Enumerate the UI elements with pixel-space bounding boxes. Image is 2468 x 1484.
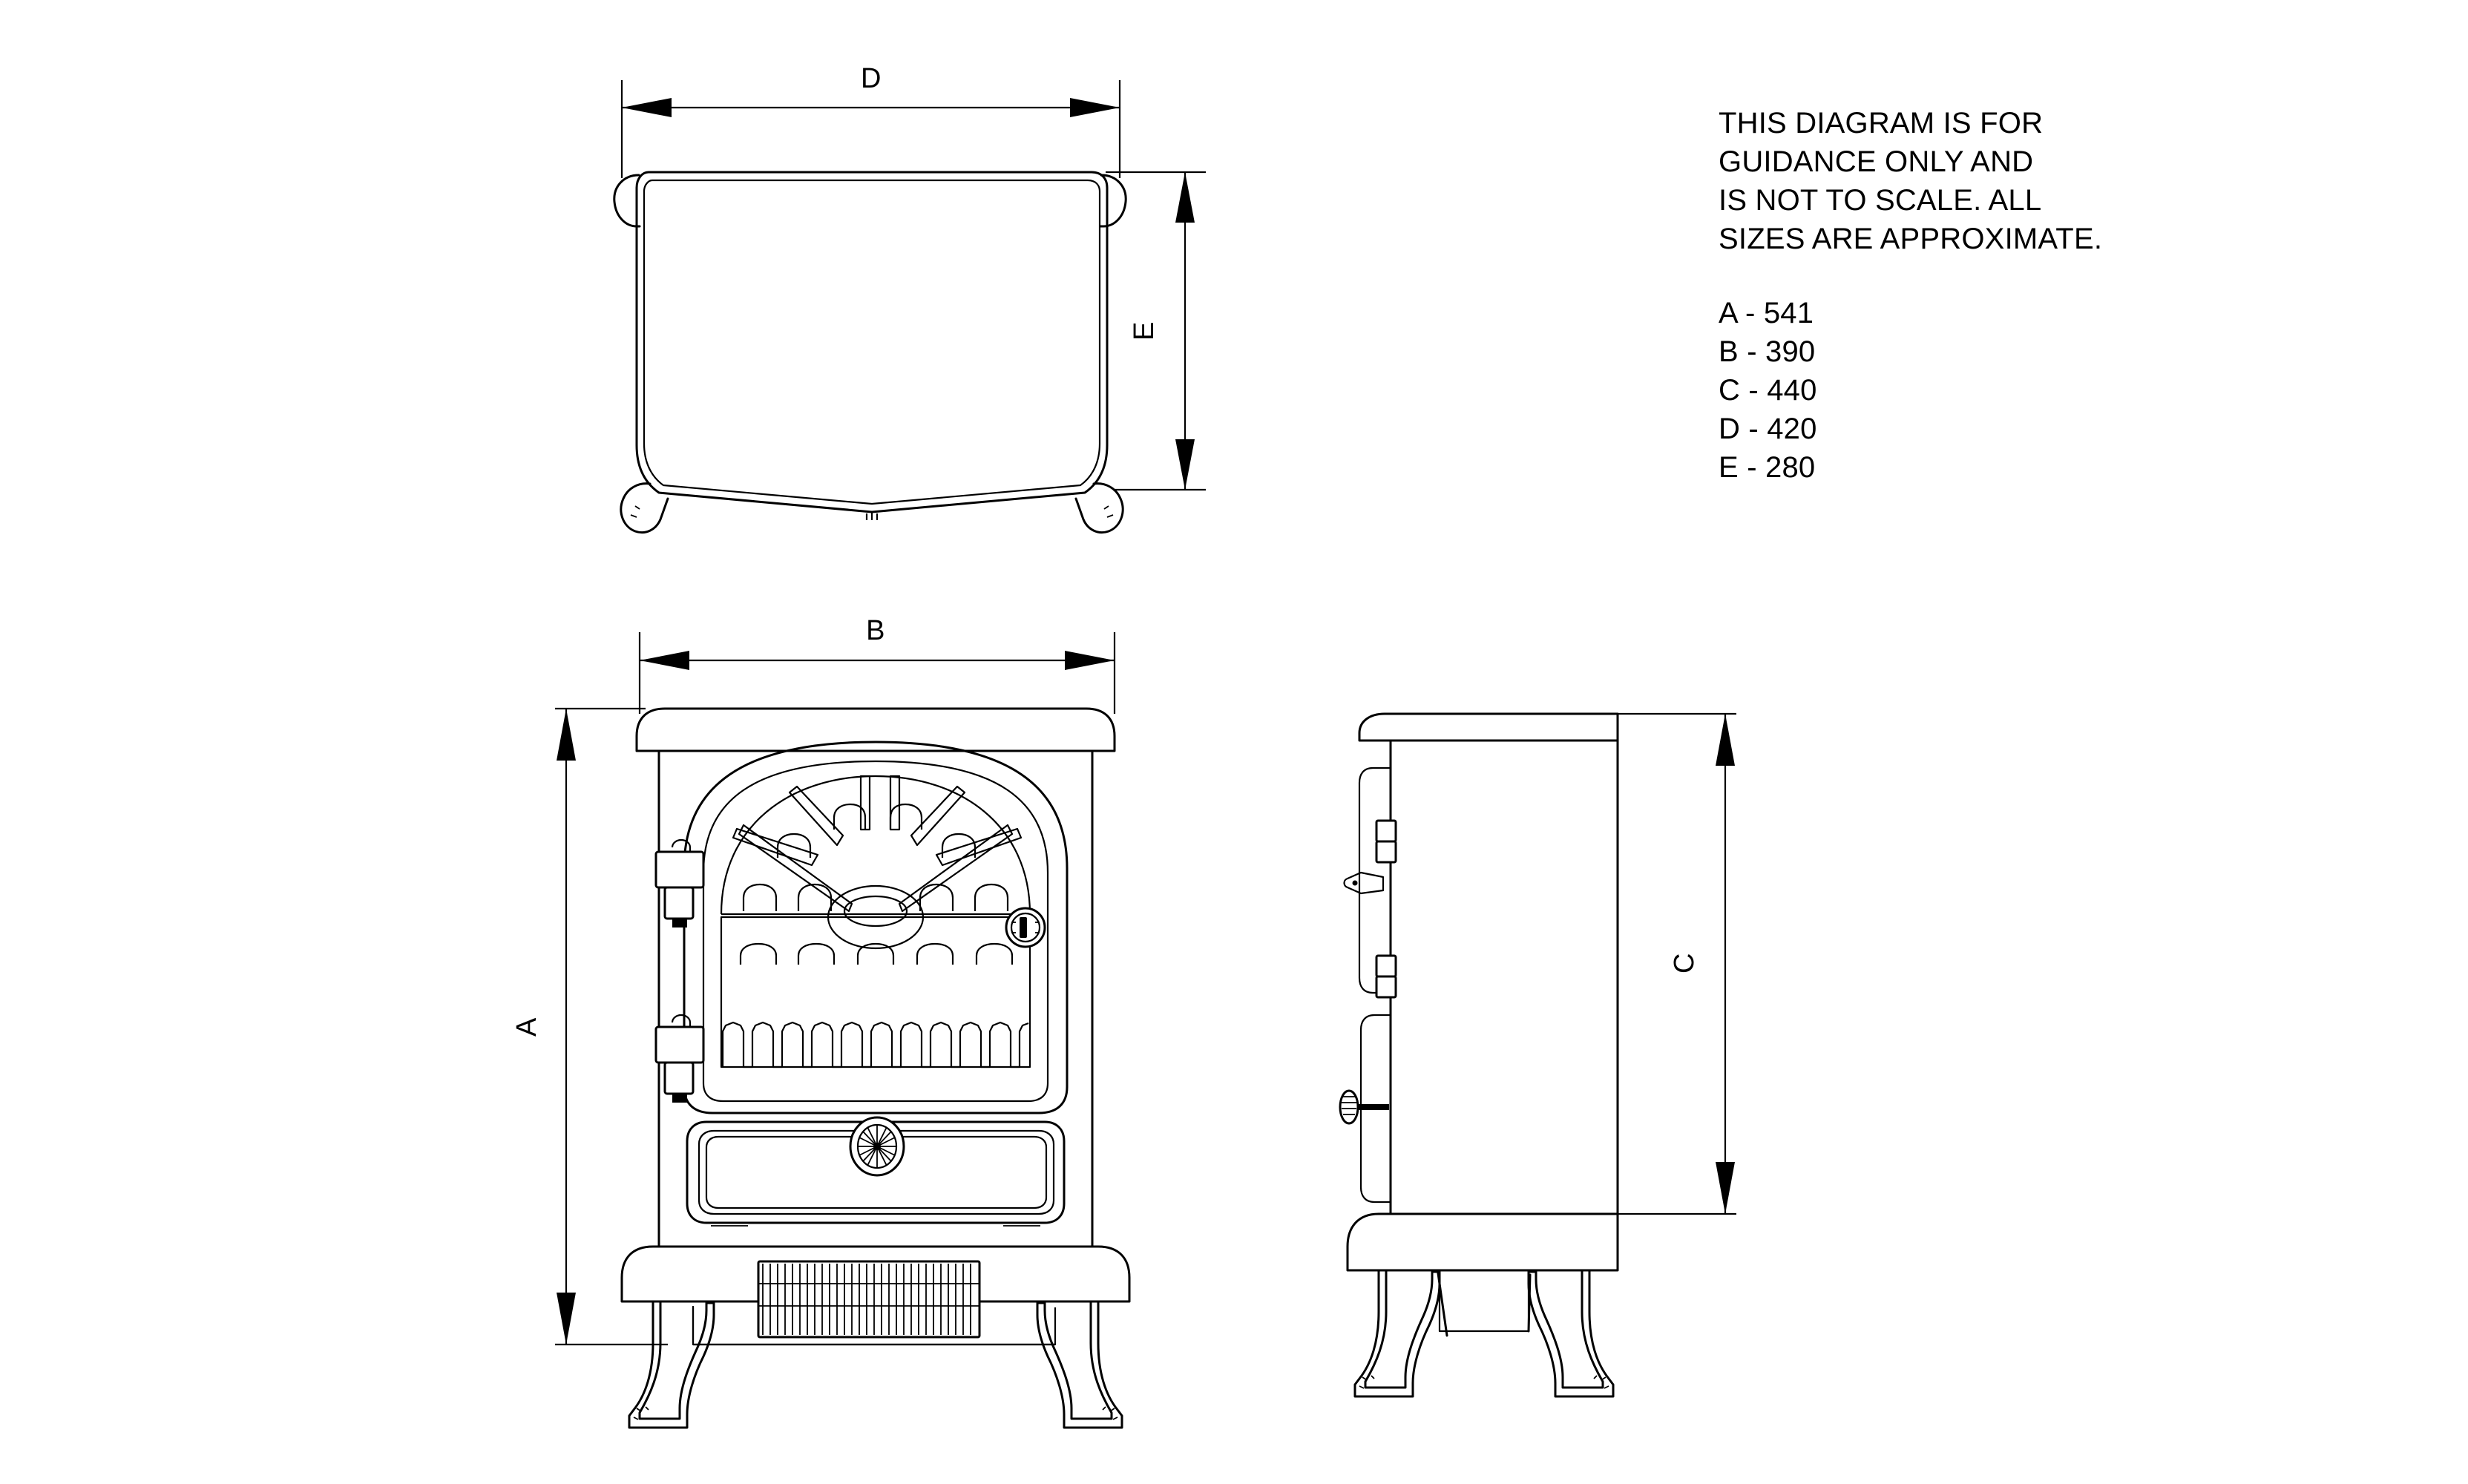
dimension-line-A [557, 709, 576, 1345]
fan-spokes [732, 775, 1023, 867]
stove-door[interactable] [683, 741, 1069, 1114]
dimension-key-row-b: B - 390 [1719, 335, 1816, 368]
louvre-slats [758, 1264, 979, 1335]
louvre-vent-grille [757, 1260, 981, 1339]
dimension-label-A: A [511, 1017, 542, 1037]
dimension-label-E: E [1129, 321, 1160, 341]
dimension-label-B: B [866, 615, 885, 646]
guidance-note: THIS DIAGRAM IS FOR GUIDANCE ONLY AND IS… [1719, 107, 2103, 255]
dimension-line-E [1175, 172, 1195, 490]
door-window [720, 916, 1031, 1068]
side-body [1389, 739, 1619, 1215]
door-latch-knob[interactable] [1005, 907, 1046, 948]
dimension-line-B [640, 651, 1115, 670]
side-base-plinth [1346, 1212, 1619, 1272]
side-door-hinge-lower [1375, 954, 1397, 999]
side-rear-leg [1527, 1269, 1615, 1398]
side-apron [1437, 1272, 1532, 1337]
dimension-label-C: C [1669, 953, 1700, 974]
plan-foot-rear-left [613, 174, 641, 228]
dimension-key-row-d: D - 420 [1719, 413, 1817, 445]
door-hinge-lower [654, 1014, 705, 1103]
dimension-key-row-c: C - 440 [1719, 374, 1817, 407]
plan-foot-rear-right [1099, 174, 1127, 228]
plan-body-outline [635, 171, 1109, 513]
louvre-vent-panel [692, 1306, 1057, 1346]
side-ash-pan-knob[interactable] [1339, 1089, 1389, 1125]
side-door-latch-handle[interactable] [1343, 871, 1385, 895]
side-extension-lines [1618, 712, 1736, 1215]
plan-front-lip [865, 512, 879, 520]
door-hinge-upper [654, 838, 705, 928]
front-right-leg [1036, 1300, 1123, 1429]
dimension-key-list: A - 541 B - 390 C - 440 D - 420 E - 280 [1719, 294, 2208, 487]
fan-long-spokes [738, 824, 1014, 913]
plan-extension-lines [620, 80, 1206, 491]
ash-pan-drawer[interactable] [686, 1120, 1066, 1227]
dimension-label-D: D [861, 63, 882, 94]
front-elevation-group: B A [511, 615, 1131, 1429]
dimension-key-row-e: E - 280 [1719, 451, 1816, 484]
fan-dome-segments [742, 803, 1009, 911]
front-top-plate [635, 707, 1116, 752]
front-left-leg [628, 1300, 715, 1429]
plan-foot-front-right [1074, 482, 1124, 534]
front-extension-lines [555, 632, 1116, 1346]
notes-panel: THIS DIAGRAM IS FOR GUIDANCE ONLY AND IS… [1719, 104, 2208, 487]
ash-pan-rosette-knob[interactable] [849, 1116, 905, 1177]
dimension-line-D [622, 98, 1120, 117]
dimension-line-C [1716, 714, 1735, 1214]
side-elevation-group: C [1339, 712, 1736, 1398]
side-door-edge [1358, 766, 1391, 994]
window-ledge-arches [739, 942, 1014, 965]
side-top-plate [1358, 712, 1619, 742]
dimension-key-row-a: A - 541 [1719, 297, 1814, 329]
side-front-leg [1353, 1269, 1441, 1398]
side-door-hinge-upper [1375, 819, 1397, 864]
grate-teeth [721, 1021, 1029, 1068]
plan-view-group: D E [613, 63, 1206, 534]
plan-foot-front-left [620, 482, 669, 534]
sunburst-fan-casting [720, 775, 1031, 950]
